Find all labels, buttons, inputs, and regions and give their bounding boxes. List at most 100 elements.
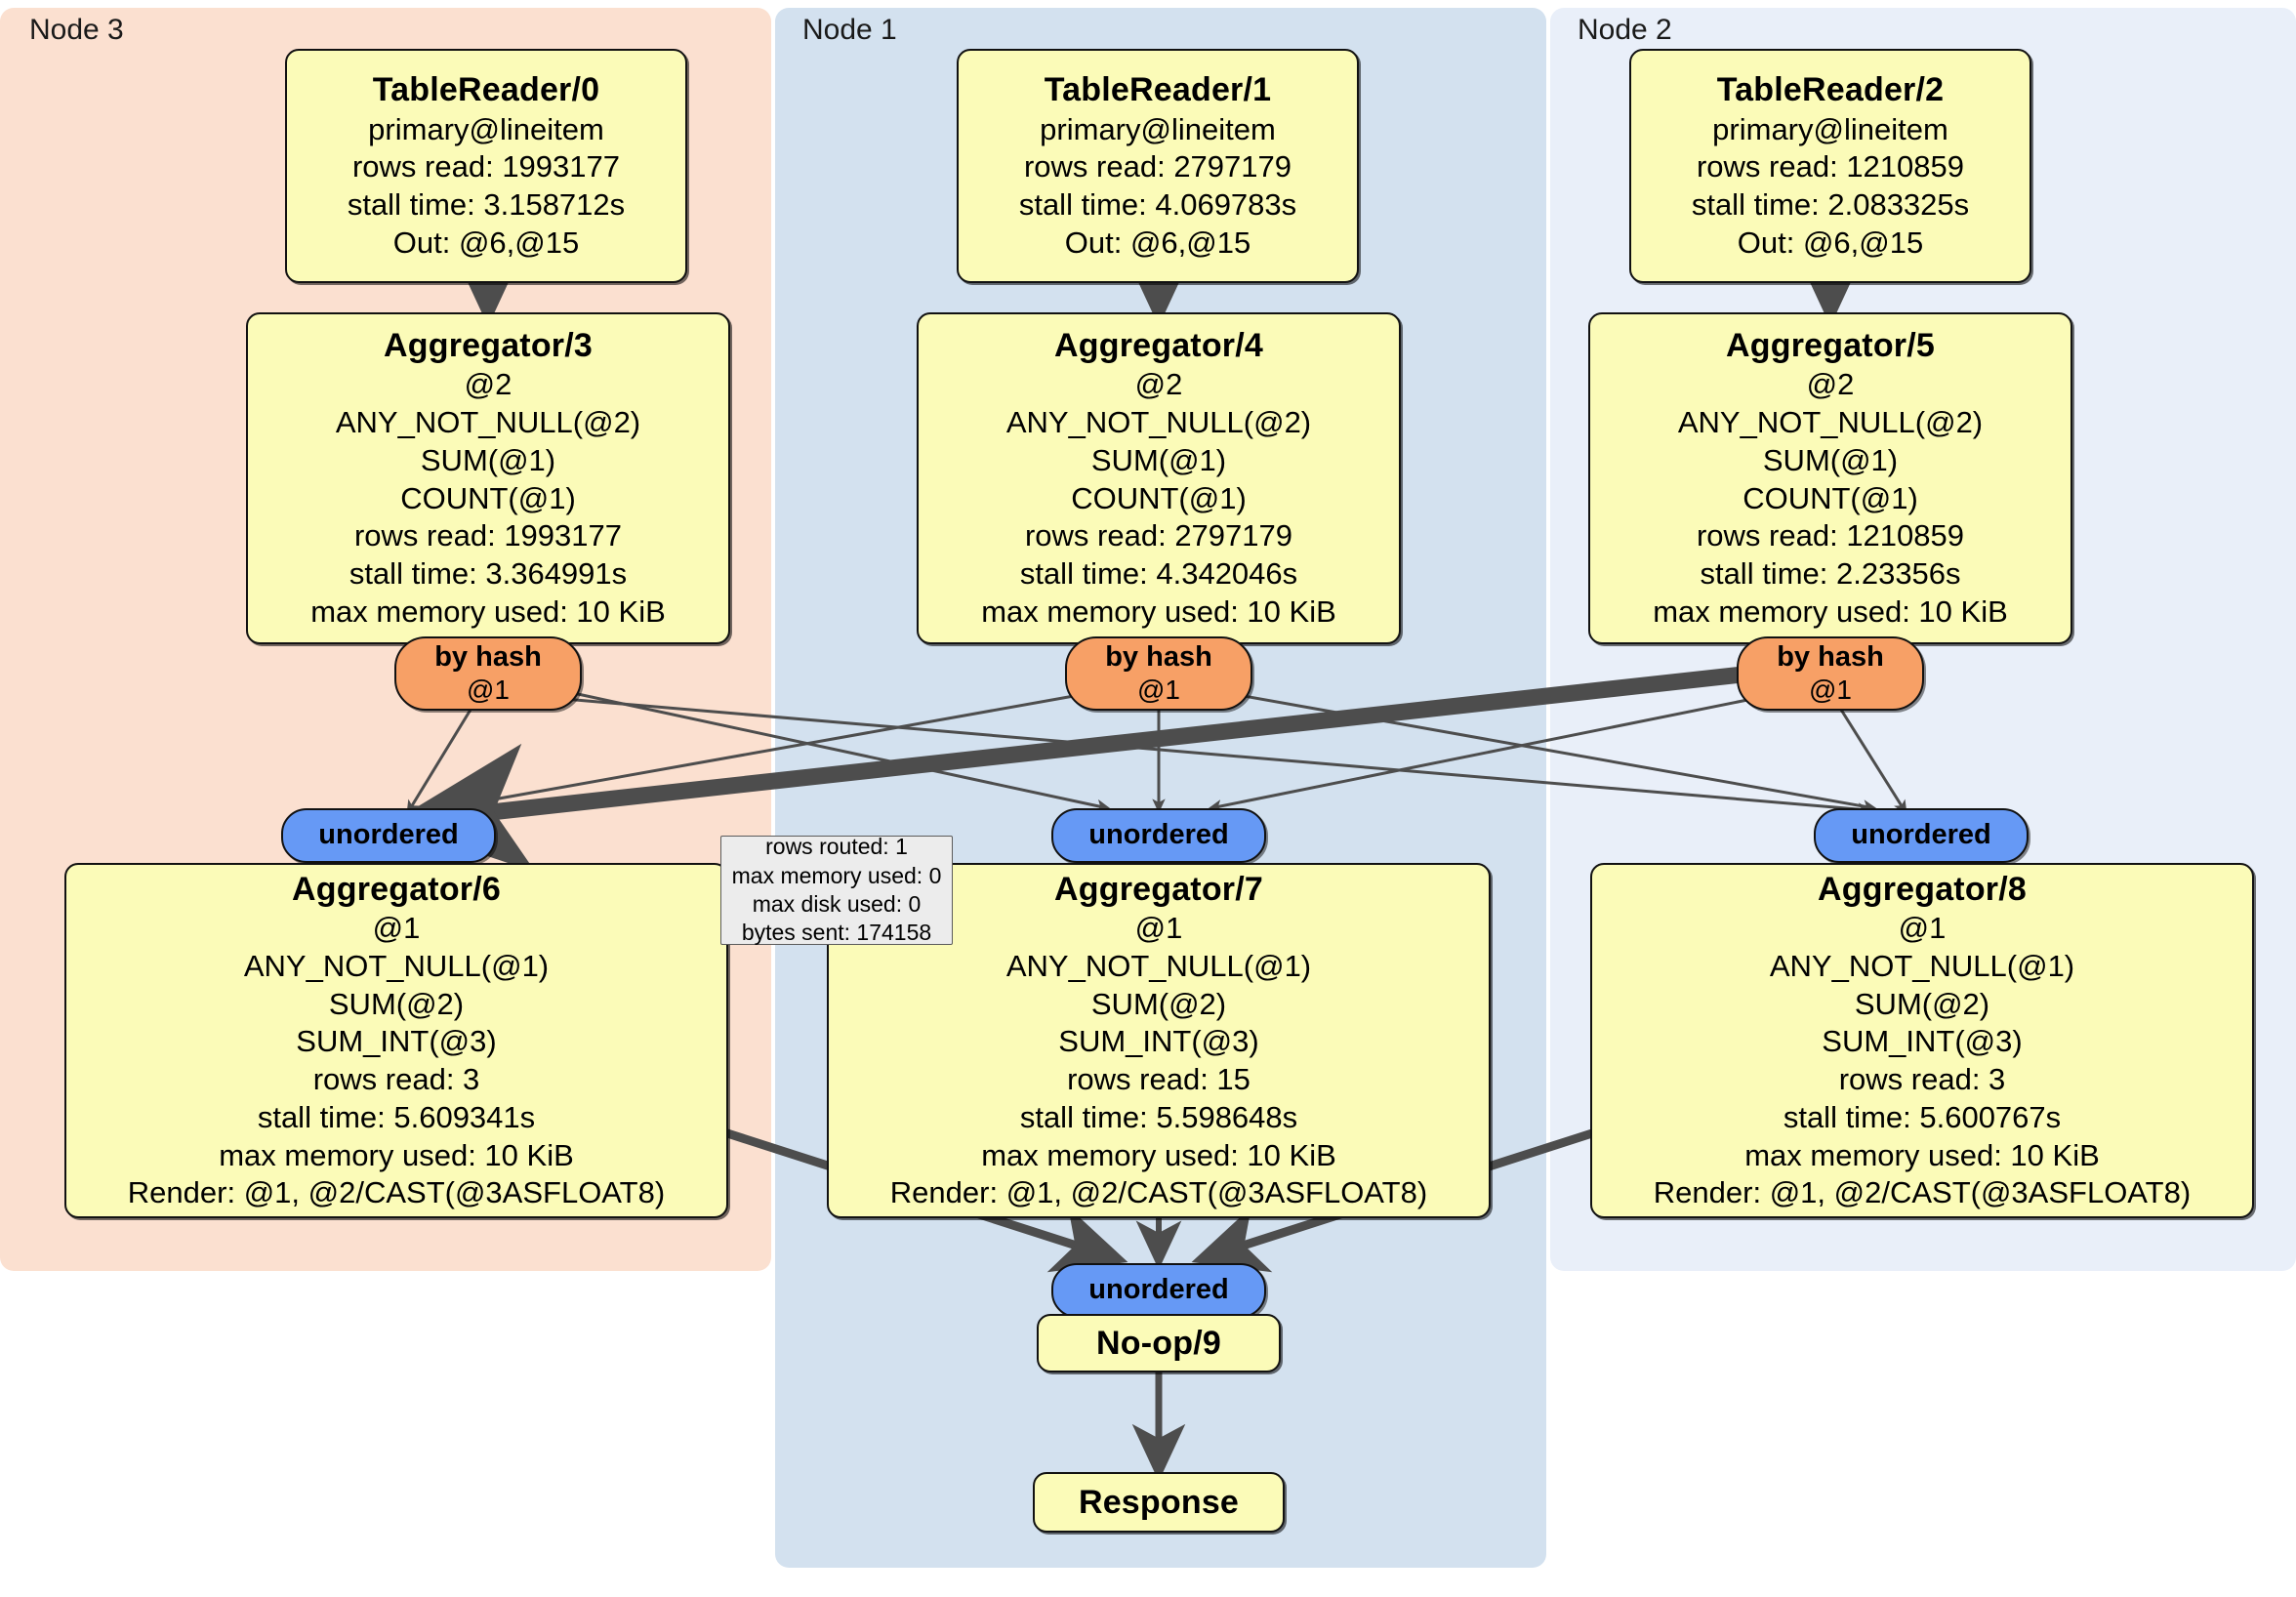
node-line: max memory used: 10 KiB bbox=[1653, 594, 2008, 629]
node-line: @2 bbox=[1806, 367, 1855, 402]
node-line: primary@lineitem bbox=[368, 111, 604, 146]
node-line: ANY_NOT_NULL(@1) bbox=[243, 948, 550, 983]
node-aggregator-8[interactable]: Aggregator/8 @1 ANY_NOT_NULL(@1) SUM(@2)… bbox=[1590, 863, 2254, 1218]
node-line: max memory used: 10 KiB bbox=[981, 1137, 1336, 1172]
node-title: Response bbox=[1078, 1483, 1240, 1521]
node-title: Aggregator/5 bbox=[1726, 327, 1935, 365]
node-line: stall time: 5.600767s bbox=[1783, 1099, 2062, 1134]
node-line: Render: @1, @2/CAST(@3ASFLOAT8) bbox=[127, 1175, 666, 1210]
node-tablereader-0[interactable]: TableReader/0 primary@lineitem rows read… bbox=[285, 49, 687, 283]
node-line: ANY_NOT_NULL(@2) bbox=[335, 405, 641, 440]
edge-hash3-unord1 bbox=[563, 689, 1111, 813]
node-response[interactable]: Response bbox=[1033, 1472, 1285, 1533]
node-line: stall time: 2.083325s bbox=[1691, 187, 1970, 223]
node-line: Render: @1, @2/CAST(@3ASFLOAT8) bbox=[889, 1175, 1428, 1210]
node-line: ANY_NOT_NULL(@2) bbox=[1677, 405, 1984, 440]
node-aggregator-6[interactable]: Aggregator/6 @1 ANY_NOT_NULL(@1) SUM(@2)… bbox=[64, 863, 728, 1218]
node-line: COUNT(@1) bbox=[1071, 480, 1247, 515]
node-line: stall time: 4.069783s bbox=[1018, 187, 1297, 223]
node-tablereader-2[interactable]: TableReader/2 primary@lineitem rows read… bbox=[1629, 49, 2031, 283]
node-line: ANY_NOT_NULL(@1) bbox=[1769, 948, 2075, 983]
sync-label: unordered bbox=[1088, 819, 1229, 851]
router-column: @1 bbox=[1809, 674, 1852, 705]
router-by-hash-node1[interactable]: by hash @1 bbox=[1065, 636, 1252, 711]
node-line: SUM(@2) bbox=[328, 986, 465, 1021]
node-line: rows read: 2797179 bbox=[1023, 149, 1292, 184]
stream-stats-tooltip: rows routed: 1 max memory used: 0 max di… bbox=[720, 834, 953, 946]
node-line: rows read: 2797179 bbox=[1024, 518, 1293, 553]
node-line: @1 bbox=[1134, 911, 1183, 946]
node-line: ANY_NOT_NULL(@1) bbox=[1005, 948, 1312, 983]
node-line: max memory used: 10 KiB bbox=[981, 594, 1336, 629]
sync-unordered-node2[interactable]: unordered bbox=[1814, 808, 2029, 863]
edge-hash1-unord3 bbox=[441, 689, 1102, 813]
node-title: Aggregator/6 bbox=[292, 870, 501, 908]
cluster-label-node3: Node 3 bbox=[29, 14, 124, 46]
node-tablereader-1[interactable]: TableReader/1 primary@lineitem rows read… bbox=[957, 49, 1359, 283]
edge-hash3-unord3 bbox=[406, 709, 472, 815]
node-line: rows read: 1210859 bbox=[1696, 149, 1965, 184]
router-label: by hash bbox=[1105, 641, 1212, 674]
node-line: max memory used: 10 KiB bbox=[310, 594, 666, 629]
node-line: stall time: 3.364991s bbox=[348, 556, 628, 592]
node-title: TableReader/2 bbox=[1716, 71, 1945, 109]
node-line: rows read: 1210859 bbox=[1696, 518, 1965, 553]
node-line: COUNT(@1) bbox=[400, 480, 576, 515]
node-line: SUM_INT(@3) bbox=[296, 1024, 497, 1059]
edge-hash1-unord2 bbox=[1215, 689, 1877, 813]
router-by-hash-node2[interactable]: by hash @1 bbox=[1737, 636, 1924, 711]
router-column: @1 bbox=[1137, 674, 1180, 705]
node-line: Out: @6,@15 bbox=[1064, 225, 1251, 260]
node-line: stall time: 3.158712s bbox=[347, 187, 626, 223]
node-line: Out: @6,@15 bbox=[392, 225, 580, 260]
node-line: max memory used: 10 KiB bbox=[219, 1137, 574, 1172]
node-aggregator-3[interactable]: Aggregator/3 @2 ANY_NOT_NULL(@2) SUM(@1)… bbox=[246, 312, 730, 644]
sync-unordered-node1[interactable]: unordered bbox=[1051, 808, 1266, 863]
node-line: COUNT(@1) bbox=[1742, 480, 1918, 515]
node-line: SUM(@2) bbox=[1090, 986, 1227, 1021]
node-line: @2 bbox=[464, 367, 512, 402]
node-title: TableReader/1 bbox=[1044, 71, 1272, 109]
edge-hash2-unord1 bbox=[1208, 693, 1773, 813]
node-line: ANY_NOT_NULL(@2) bbox=[1005, 405, 1312, 440]
node-title: Aggregator/8 bbox=[1818, 870, 2027, 908]
tooltip-line: bytes sent: 174158 bbox=[741, 920, 932, 946]
router-column: @1 bbox=[467, 674, 510, 705]
node-line: Out: @6,@15 bbox=[1737, 225, 1924, 260]
cluster-label-node1: Node 1 bbox=[802, 14, 897, 46]
node-aggregator-4[interactable]: Aggregator/4 @2 ANY_NOT_NULL(@2) SUM(@1)… bbox=[917, 312, 1401, 644]
node-line: rows read: 15 bbox=[1067, 1062, 1250, 1097]
edge-hash2-unord2 bbox=[1839, 709, 1907, 815]
tooltip-line: max disk used: 0 bbox=[752, 891, 922, 917]
node-no-op-9[interactable]: No-op/9 bbox=[1037, 1314, 1281, 1372]
node-line: stall time: 5.598648s bbox=[1019, 1099, 1298, 1134]
node-line: Render: @1, @2/CAST(@3ASFLOAT8) bbox=[1653, 1175, 2192, 1210]
node-title: Aggregator/4 bbox=[1054, 327, 1263, 365]
sync-label: unordered bbox=[1851, 819, 1991, 851]
sync-unordered-node3[interactable]: unordered bbox=[281, 808, 496, 863]
node-line: stall time: 4.342046s bbox=[1019, 556, 1298, 592]
node-line: SUM(@2) bbox=[1854, 986, 1990, 1021]
edge-hash2-unord3 bbox=[390, 663, 1770, 873]
node-title: Aggregator/7 bbox=[1054, 870, 1263, 908]
node-line: max memory used: 10 KiB bbox=[1744, 1137, 2100, 1172]
node-title: No-op/9 bbox=[1096, 1324, 1221, 1362]
node-line: rows read: 3 bbox=[1838, 1062, 2006, 1097]
tooltip-line: rows routed: 1 bbox=[765, 834, 908, 860]
node-line: stall time: 2.23356s bbox=[1700, 556, 1961, 592]
router-label: by hash bbox=[434, 641, 542, 674]
node-aggregator-5[interactable]: Aggregator/5 @2 ANY_NOT_NULL(@2) SUM(@1)… bbox=[1588, 312, 2072, 644]
router-label: by hash bbox=[1777, 641, 1884, 674]
node-line: primary@lineitem bbox=[1712, 111, 1948, 146]
node-line: @1 bbox=[372, 911, 421, 946]
node-line: stall time: 5.609341s bbox=[257, 1099, 536, 1134]
node-line: @1 bbox=[1898, 911, 1947, 946]
edge-hash3-unord2 bbox=[563, 697, 1872, 816]
node-line: SUM(@1) bbox=[1762, 442, 1899, 477]
node-line: SUM_INT(@3) bbox=[1822, 1024, 2023, 1059]
sync-unordered-final[interactable]: unordered bbox=[1051, 1263, 1266, 1318]
node-title: Aggregator/3 bbox=[384, 327, 593, 365]
node-aggregator-7[interactable]: Aggregator/7 @1 ANY_NOT_NULL(@1) SUM(@2)… bbox=[827, 863, 1491, 1218]
router-by-hash-node3[interactable]: by hash @1 bbox=[394, 636, 582, 711]
